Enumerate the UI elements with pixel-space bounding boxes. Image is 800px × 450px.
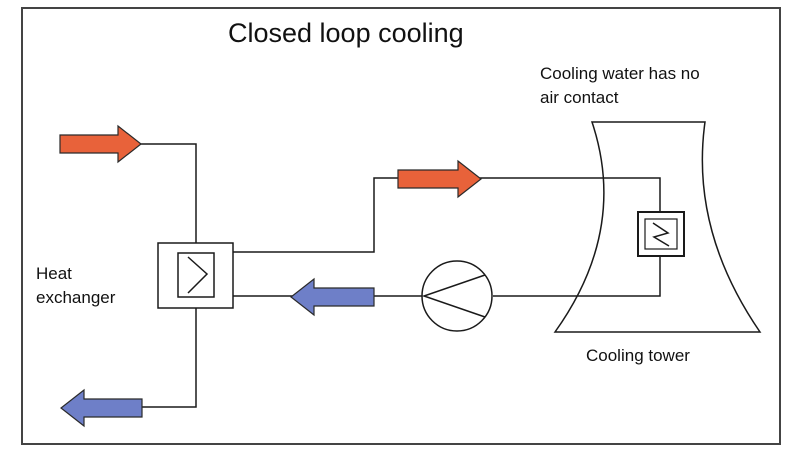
cold-flow-arrow-left [60, 388, 143, 428]
tower-note: Cooling water has no air contact [540, 62, 700, 110]
hot-flow-arrow-right [59, 124, 142, 164]
tower-note-line: air contact [540, 88, 619, 107]
heat-exchanger-label-line: Heat [36, 264, 72, 283]
hot-flow-arrow-right [397, 159, 482, 199]
diagram-frame [21, 7, 781, 445]
process-cold-pipe [138, 308, 197, 408]
heat-exchanger-label-line: exchanger [36, 288, 116, 307]
cold-flow-arrow-left [290, 277, 375, 317]
heat-exchanger-label: Heat exchanger [36, 262, 115, 310]
tower-heat-exchanger-symbol [637, 211, 685, 257]
loop-hot-pipe [233, 177, 661, 253]
cooling-tower-label: Cooling tower [586, 346, 690, 365]
tower-note-line: Cooling water has no [540, 64, 700, 83]
loop-cold-pipe [493, 256, 661, 297]
heat-exchanger-symbol [157, 242, 234, 309]
process-hot-pipe [138, 143, 197, 243]
pump-symbol [421, 260, 493, 332]
diagram-title: Closed loop cooling [228, 18, 464, 48]
